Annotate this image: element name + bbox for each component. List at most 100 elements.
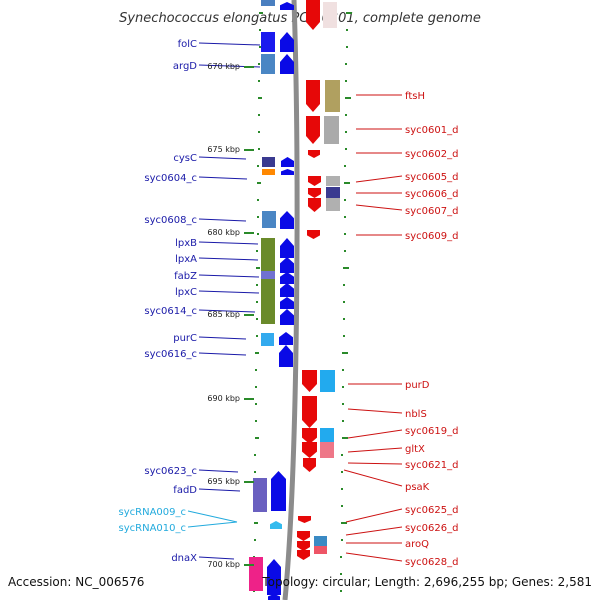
gene-arrow-right	[307, 230, 320, 239]
leader-line	[355, 204, 403, 211]
gene-arrow-left	[280, 283, 294, 297]
tick-mark	[343, 284, 345, 286]
gene-arrow-left	[280, 272, 294, 284]
tick-mark	[344, 199, 346, 201]
leader-line	[198, 336, 247, 340]
homology-block	[261, 54, 275, 74]
gene-label-right: gltX	[405, 444, 425, 455]
homology-block	[326, 198, 340, 211]
tick-mark	[258, 80, 260, 82]
leader-line	[343, 469, 403, 487]
tick-mark	[257, 165, 259, 167]
tick-mark	[341, 522, 347, 524]
accession-text: Accession: NC_006576	[8, 575, 144, 589]
leader-line	[198, 352, 247, 356]
homology-block	[262, 157, 275, 167]
leader-line	[355, 175, 403, 183]
gene-arrow-right	[297, 531, 310, 541]
tick-mark	[340, 556, 342, 558]
leader-line	[347, 429, 403, 439]
tick-mark	[346, 12, 352, 14]
gene-arrow-right	[303, 458, 316, 472]
tick-mark	[258, 148, 260, 150]
homology-block	[325, 80, 340, 112]
homology-block	[261, 271, 275, 279]
gene-arrow-left	[280, 257, 294, 273]
tick-mark	[342, 352, 348, 354]
gene-label-left: syc0604_c	[144, 173, 197, 184]
gene-arrow-left	[280, 32, 294, 52]
kbp-label: 690 kbp	[207, 394, 240, 403]
tick-mark	[343, 335, 345, 337]
kbp-label: 695 kbp	[207, 477, 240, 486]
tick-mark	[257, 199, 259, 201]
gene-label-left: fabZ	[174, 271, 197, 282]
tick-mark	[343, 318, 345, 320]
tick-mark	[341, 471, 343, 473]
label-leader-lines	[187, 42, 403, 562]
leader-line	[198, 257, 259, 261]
gene-label-left: cysC	[173, 153, 197, 164]
leader-line	[198, 156, 247, 160]
kbp-tick	[244, 481, 254, 483]
leader-line	[198, 469, 239, 473]
gene-label-right: syc0607_d	[405, 206, 458, 217]
homology-block	[262, 211, 276, 228]
homology-block	[314, 546, 327, 554]
homology-block	[261, 0, 275, 6]
tick-mark	[256, 267, 260, 269]
kbp-tick	[244, 398, 254, 400]
leader-line	[198, 488, 241, 492]
tick-mark	[345, 148, 347, 150]
kbp-label: 670 kbp	[207, 62, 240, 71]
kbp-label: 680 kbp	[207, 228, 240, 237]
gene-arrow-left	[267, 559, 281, 595]
homology-block	[326, 187, 340, 198]
tick-mark	[342, 437, 348, 439]
tick-mark	[254, 522, 258, 524]
gene-label-right: syc0619_d	[405, 426, 458, 437]
leader-line	[198, 241, 259, 245]
gene-arrow-right	[297, 541, 310, 551]
gene-arrow-left	[280, 309, 294, 325]
tick-mark	[257, 233, 259, 235]
gene-label-right: psaK	[405, 482, 430, 493]
tick-mark	[255, 369, 257, 371]
homology-block	[320, 370, 335, 392]
leader-line	[187, 510, 238, 523]
gene-label-right: syc0606_d	[405, 189, 458, 200]
tick-mark	[344, 182, 350, 184]
gene-arrow-left	[279, 332, 293, 345]
tick-mark	[258, 114, 260, 116]
tick-mark	[342, 403, 344, 405]
tick-mark	[344, 165, 346, 167]
gene-arrow-left	[280, 54, 294, 74]
tick-mark	[255, 437, 259, 439]
kbp-tick	[244, 66, 254, 68]
rna-arrow	[270, 521, 282, 529]
gene-arrow-left	[280, 297, 294, 309]
gene-label-left: folC	[178, 39, 197, 50]
tick-mark	[345, 97, 351, 99]
homology-block	[253, 478, 267, 512]
leader-line	[198, 556, 235, 560]
tick-mark	[345, 80, 347, 82]
gene-arrow-left	[281, 157, 294, 167]
gene-label-right: syc0601_d	[405, 125, 458, 136]
gene-arrow-right	[308, 150, 320, 158]
gene-label-left: fadD	[173, 485, 197, 496]
tick-mark	[255, 420, 257, 422]
gene-arrow-left	[268, 594, 280, 600]
leader-line	[345, 526, 403, 536]
tick-marks	[253, 12, 352, 592]
gene-label-right: nblS	[405, 409, 427, 420]
leader-line	[198, 290, 260, 294]
kbp-tick	[244, 232, 254, 234]
leader-line	[198, 42, 261, 46]
gene-label-right: syc0609_d	[405, 231, 458, 242]
homology-blocks	[249, 0, 340, 591]
gene-label-right: syc0628_d	[405, 557, 458, 568]
tick-mark	[256, 250, 258, 252]
tick-mark	[341, 539, 343, 541]
